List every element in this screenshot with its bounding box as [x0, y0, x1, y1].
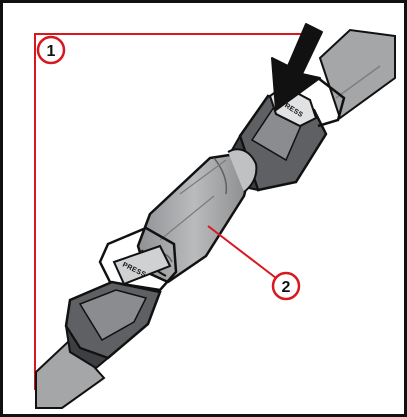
callout-2-label: 2: [282, 279, 291, 296]
lower-webbing: [35, 338, 106, 409]
folded-belt: [136, 148, 258, 284]
callout-2: 2: [271, 271, 301, 301]
callout-2-leader: [207, 225, 277, 279]
press-arrow-icon: [271, 23, 323, 111]
lower-buckle: PRESS: [64, 226, 178, 370]
callout-1-label: 1: [47, 43, 56, 60]
red-bracket-line: [34, 33, 322, 390]
callout-1: 1: [36, 35, 66, 65]
